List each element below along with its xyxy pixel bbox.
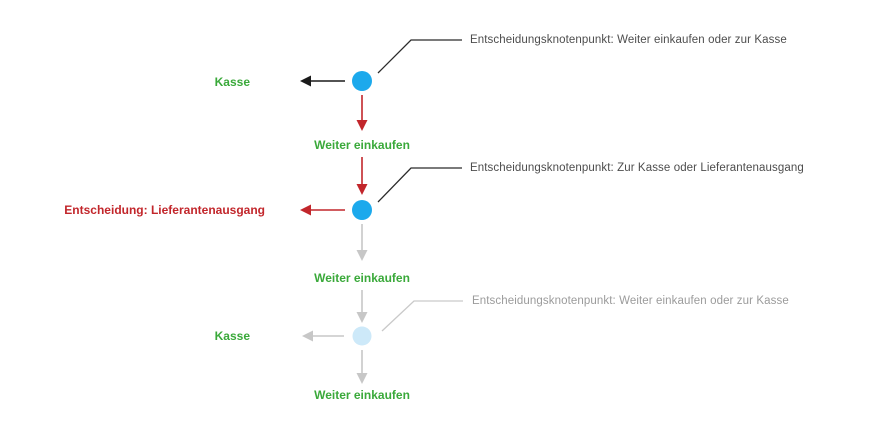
arrow-left-gray-head-3 — [302, 330, 313, 342]
arrow-down-gray-head-2 — [356, 250, 368, 261]
decision-node-dot-1 — [352, 71, 372, 91]
decision-node-1 — [300, 39, 462, 131]
label-kasse-2: Kasse — [214, 329, 250, 343]
annotation-node-3: Entscheidungsknotenpunkt: Weiter einkauf… — [472, 295, 789, 307]
arrow-left-red-head-2 — [300, 204, 311, 216]
label-weiter-einkaufen-1: Weiter einkaufen — [314, 138, 410, 152]
arrow-down-red-head-1 — [356, 120, 368, 131]
label-weiter-einkaufen-2: Weiter einkaufen — [314, 271, 410, 285]
label-kasse-1: Kasse — [214, 75, 250, 89]
arrow-down-red-head-2 — [356, 184, 368, 195]
annotation-callout-line-1 — [377, 39, 462, 74]
decision-node-3 — [302, 290, 463, 384]
annotation-node-1: Entscheidungsknotenpunkt: Weiter einkauf… — [470, 34, 787, 46]
arrow-down-gray-head-3a — [356, 312, 368, 323]
decision-node-dot-2 — [352, 200, 372, 220]
annotation-callout-line-2 — [377, 167, 462, 203]
arrow-down-gray-head-3b — [356, 373, 368, 384]
decision-node-dot-3 — [352, 326, 372, 346]
annotation-callout-line-3 — [381, 300, 463, 332]
decision-node-2 — [300, 157, 462, 261]
annotation-node-2: Entscheidungsknotenpunkt: Zur Kasse oder… — [470, 162, 804, 174]
label-weiter-einkaufen-3: Weiter einkaufen — [314, 388, 410, 402]
label-entscheidung-lieferantenausgang: Entscheidung: Lieferantenausgang — [64, 203, 265, 217]
arrow-left-head-1 — [300, 75, 311, 87]
